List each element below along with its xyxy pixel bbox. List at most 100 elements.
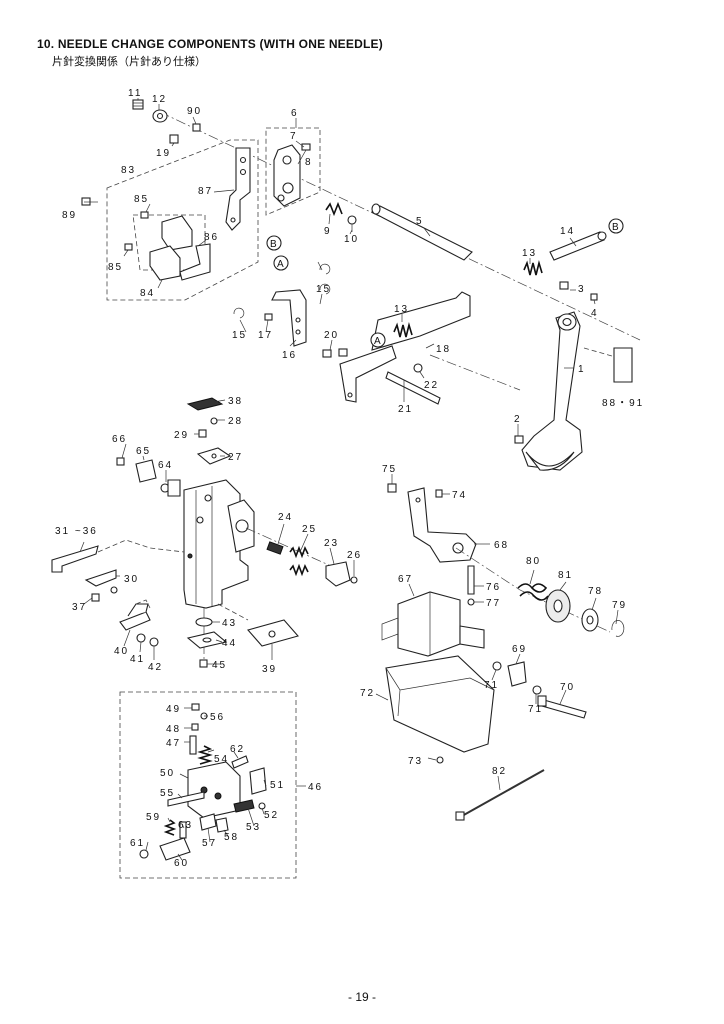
callout-59: 59 [146, 812, 161, 823]
callout-37: 37 [72, 602, 87, 613]
plate-39 [247, 619, 299, 647]
callout-15-right: 15 [316, 284, 331, 295]
callout-17: 17 [258, 330, 273, 341]
nut-12 [152, 109, 168, 123]
callout-46: 46 [308, 782, 323, 793]
marker-a-right: A [370, 332, 386, 348]
callout-28: 28 [228, 416, 243, 427]
callout-4: 4 [591, 308, 599, 319]
callout-3: 3 [578, 284, 586, 295]
callout-24: 24 [278, 512, 293, 523]
plate-31-36 [51, 545, 99, 573]
callout-41: 41 [130, 654, 145, 665]
callout-14: 14 [560, 226, 575, 237]
callout-11: 11 [128, 88, 142, 99]
screw-30b [110, 586, 118, 594]
callout-83: 83 [121, 165, 136, 176]
callout-60: 60 [174, 858, 189, 869]
solenoid-67 [381, 591, 485, 657]
pin-55 [167, 791, 205, 807]
spring-59 [163, 819, 177, 836]
callout-68: 68 [494, 540, 509, 551]
callout-5: 5 [416, 216, 424, 227]
plate-18 [339, 291, 471, 403]
svg-text:B: B [612, 222, 621, 233]
callout-12: 12 [152, 94, 167, 105]
callout-85-upper: 85 [134, 194, 149, 205]
lever-21 [385, 371, 441, 405]
leader-lines [79, 98, 619, 861]
pin-64 [160, 479, 181, 497]
callout-64: 64 [158, 460, 173, 471]
pin-48 [191, 723, 199, 731]
callout-18: 18 [436, 344, 451, 355]
nut-71-upper [492, 661, 502, 671]
screw-42 [149, 637, 159, 656]
callout-75: 75 [382, 464, 397, 475]
needle-bar-block [183, 479, 255, 609]
screw-22 [413, 363, 423, 373]
callout-70: 70 [560, 682, 575, 693]
clip-58 [215, 817, 229, 833]
washer-81 [545, 589, 571, 623]
clip-23 [325, 561, 351, 587]
callout-47: 47 [166, 738, 181, 749]
screw-4 [590, 293, 598, 301]
callout-56: 56 [210, 712, 225, 723]
spring-25 [289, 545, 309, 577]
plate-65 [135, 459, 157, 483]
plate-44 [186, 631, 228, 649]
e-ring-79 [611, 620, 625, 637]
group-box-46 [119, 691, 297, 879]
callout-26: 26 [347, 550, 362, 561]
callout-22: 22 [424, 380, 439, 391]
callout-74: 74 [452, 490, 467, 501]
callout-19: 19 [156, 148, 171, 159]
screw-45 [199, 659, 208, 668]
callout-40: 40 [114, 646, 129, 657]
screw-61 [139, 849, 149, 859]
callout-71-right: 71 [528, 704, 543, 715]
callout-85-lower: 85 [108, 262, 123, 273]
svg-text:B: B [270, 239, 279, 250]
pad-38 [186, 397, 224, 411]
page-title: 10. NEEDLE CHANGE COMPONENTS (WITH ONE N… [37, 37, 383, 51]
callout-61: 61 [130, 838, 145, 849]
pin-62 [231, 755, 249, 769]
callout-13-lower: 13 [394, 304, 409, 315]
callout-27: 27 [228, 452, 243, 463]
callout-55: 55 [160, 788, 175, 799]
callout-15-left: 15 [232, 330, 247, 341]
callout-6: 6 [291, 108, 299, 119]
screw-37 [91, 593, 100, 602]
screw-29 [198, 429, 207, 438]
bracket-86 [179, 243, 211, 281]
callout-50: 50 [160, 768, 175, 779]
screw-73 [436, 756, 444, 764]
bracket-30 [84, 569, 117, 587]
callout-45: 45 [212, 660, 227, 671]
nut-71-lower [532, 685, 542, 695]
washer-43 [195, 617, 213, 627]
block-84 [124, 243, 181, 281]
callout-65: 65 [136, 446, 151, 457]
spring-80 [517, 583, 549, 601]
marker-b-right: B [608, 218, 624, 234]
pin-10 [347, 215, 357, 232]
screw-66 [116, 457, 125, 466]
pin-76 [467, 565, 475, 595]
pin-47 [189, 735, 197, 755]
callout-8: 8 [305, 157, 313, 168]
callout-71-left: 71 [484, 680, 499, 691]
callout-52: 52 [264, 810, 279, 821]
bracket-16 [271, 289, 307, 347]
washer-77 [467, 598, 475, 606]
pin-24 [266, 541, 284, 555]
spring-54 [197, 745, 213, 765]
screws-20 [322, 348, 348, 358]
screw-3 [559, 281, 569, 290]
callout-29: 29 [174, 430, 189, 441]
bracket-87 [225, 147, 251, 231]
callout-25: 25 [302, 524, 317, 535]
plate-53 [233, 799, 255, 813]
